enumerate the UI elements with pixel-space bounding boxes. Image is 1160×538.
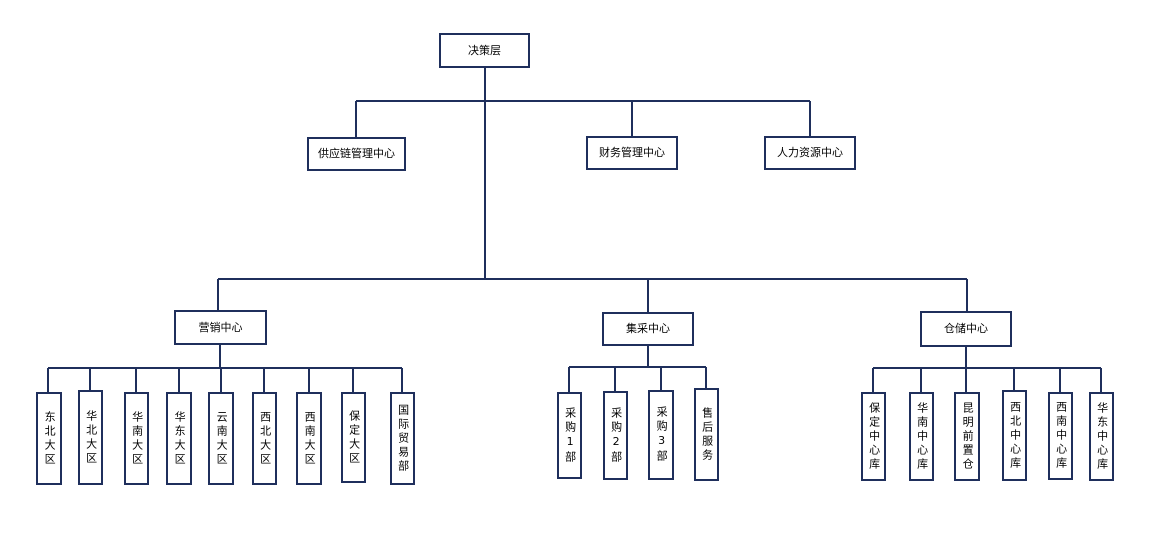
node-decision-layer: 决策层 [439, 33, 530, 68]
node-southwest-warehouse: 西南中心库 [1048, 392, 1073, 480]
node-region-northwest: 西北大区 [252, 392, 277, 485]
node-warehouse-center: 仓储中心 [920, 311, 1012, 347]
node-procurement-dept-2: 采购2部 [603, 391, 628, 480]
node-south-warehouse: 华南中心库 [909, 392, 934, 481]
node-region-east: 华东大区 [166, 392, 192, 485]
node-east-warehouse: 华东中心库 [1089, 392, 1114, 481]
node-region-northeast: 东北大区 [36, 392, 62, 485]
node-supply-chain-center: 供应链管理中心 [307, 137, 406, 171]
node-region-yunnan: 云南大区 [208, 392, 234, 485]
node-procurement-dept-3: 采购3部 [648, 390, 674, 480]
node-northwest-warehouse: 西北中心库 [1002, 390, 1027, 481]
node-procurement-center: 集采中心 [602, 312, 694, 346]
node-international-trade: 国际贸易部 [390, 392, 415, 485]
node-procurement-dept-1: 采购1部 [557, 392, 582, 479]
node-region-south: 华南大区 [124, 392, 149, 485]
node-region-north: 华北大区 [78, 390, 103, 485]
node-region-southwest: 西南大区 [296, 392, 322, 485]
node-kunming-forward-warehouse: 昆明前置仓 [954, 392, 980, 481]
node-baoding-warehouse: 保定中心库 [861, 392, 886, 481]
node-finance-center: 财务管理中心 [586, 136, 678, 170]
node-marketing-center: 营销中心 [174, 310, 267, 345]
node-hr-center: 人力资源中心 [764, 136, 856, 170]
node-region-baoding: 保定大区 [341, 392, 366, 483]
node-after-sales: 售后服务 [694, 388, 719, 481]
